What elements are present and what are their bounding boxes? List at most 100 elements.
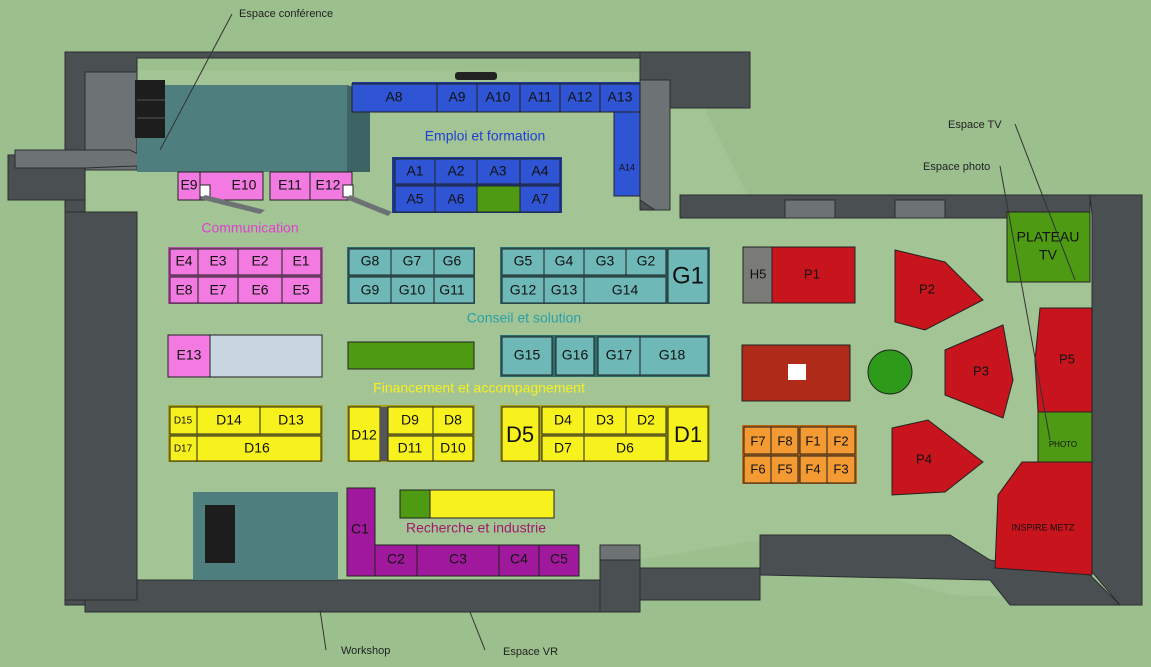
label-F6: F6 <box>750 461 765 476</box>
callout-photo: Espace photo <box>923 161 990 173</box>
booth-P1[interactable] <box>771 246 856 304</box>
booth-G4[interactable] <box>543 248 585 276</box>
booth-green-a[interactable] <box>476 185 521 213</box>
booth-D5[interactable] <box>501 406 540 462</box>
booth-D10[interactable] <box>432 435 474 462</box>
booth-D9[interactable] <box>387 406 434 435</box>
booth-G14[interactable] <box>583 276 667 304</box>
booth-A14[interactable] <box>613 111 641 197</box>
label-P4: P4 <box>916 451 932 466</box>
label-A10: A10 <box>486 89 511 105</box>
callout-conference: Espace conférence <box>239 8 333 20</box>
booth-G2[interactable] <box>625 248 667 276</box>
booth-E4[interactable] <box>169 248 199 276</box>
booth-C1[interactable] <box>346 487 376 577</box>
booth-D12[interactable] <box>348 406 381 462</box>
booth-H5[interactable] <box>742 246 773 304</box>
booth-C3[interactable] <box>416 544 500 577</box>
workshop-area <box>193 492 338 580</box>
label-G17: G17 <box>606 347 633 363</box>
label-A3: A3 <box>489 163 506 179</box>
callouts: Espace conférence Espace TV Espace photo… <box>159 8 1076 658</box>
booth-A12[interactable] <box>559 83 601 113</box>
booth-G18[interactable] <box>639 336 709 376</box>
booth-E2[interactable] <box>237 248 283 276</box>
booth-G5[interactable] <box>501 248 545 276</box>
label-G5: G5 <box>514 253 533 269</box>
booth-D13[interactable] <box>259 406 322 435</box>
booth-G6[interactable] <box>433 248 475 276</box>
label-D5: D5 <box>506 422 534 447</box>
booth-D8[interactable] <box>432 406 474 435</box>
booth-F1[interactable] <box>799 426 828 455</box>
booth-A11[interactable] <box>519 83 561 113</box>
booth-D2[interactable] <box>625 406 667 435</box>
stand-photo[interactable] <box>1037 411 1093 463</box>
booth-A9[interactable] <box>436 83 478 113</box>
booth-A2[interactable] <box>434 158 478 185</box>
booth-G13[interactable] <box>543 276 585 304</box>
label-plateau-tv-line1: PLATEAU <box>1017 229 1080 245</box>
stand-inspire[interactable] <box>994 461 1093 576</box>
booth-A13[interactable] <box>599 83 641 113</box>
booth-P2[interactable] <box>894 249 984 331</box>
label-E11: E11 <box>278 177 302 193</box>
booth-F3[interactable] <box>826 455 856 484</box>
callout-vr: Espace VR <box>503 646 558 658</box>
booth-C5[interactable] <box>538 544 580 577</box>
label-E13: E13 <box>177 347 202 363</box>
booth-G1[interactable] <box>667 248 709 304</box>
stand-plateau-tv[interactable] <box>1006 211 1091 283</box>
booth-E8[interactable] <box>169 276 199 304</box>
booth-G11[interactable] <box>433 276 475 304</box>
booth-F5[interactable] <box>770 455 799 484</box>
label-G6: G6 <box>443 253 462 269</box>
zone-pole <box>741 211 1093 576</box>
booth-G8[interactable] <box>348 248 392 276</box>
booth-D1[interactable] <box>667 406 709 462</box>
booth-D16[interactable] <box>196 435 322 462</box>
booth-green-c[interactable] <box>399 489 431 519</box>
booth-A3[interactable] <box>476 158 521 185</box>
booth-D3[interactable] <box>583 406 627 435</box>
booth-G7[interactable] <box>390 248 435 276</box>
booth-F8[interactable] <box>770 426 799 455</box>
booth-G3[interactable] <box>583 248 627 276</box>
booth-A6[interactable] <box>434 185 478 213</box>
label-A8: A8 <box>385 89 402 105</box>
label-E2: E2 <box>251 253 268 269</box>
booth-A5[interactable] <box>394 185 436 213</box>
booth-G10[interactable] <box>390 276 435 304</box>
booth-green-b[interactable] <box>347 341 475 370</box>
booth-P4[interactable] <box>891 419 984 496</box>
booth-yellow-c[interactable] <box>429 489 555 519</box>
booth-F7[interactable] <box>743 426 772 455</box>
booth-D15[interactable] <box>169 406 198 435</box>
booth-F6[interactable] <box>743 455 772 484</box>
booth-E5[interactable] <box>281 276 322 304</box>
booth-F2[interactable] <box>826 426 856 455</box>
booth-F4[interactable] <box>799 455 828 484</box>
booth-G15[interactable] <box>501 336 553 376</box>
label-P5: P5 <box>1059 351 1075 366</box>
label-P3: P3 <box>973 363 989 378</box>
booth-A7[interactable] <box>519 185 561 213</box>
booth-D6[interactable] <box>583 435 667 462</box>
booth-A4[interactable] <box>519 158 561 185</box>
walls <box>7 51 1143 613</box>
label-D3: D3 <box>596 412 614 428</box>
booth-P3[interactable] <box>944 324 1014 419</box>
booth-E3[interactable] <box>197 248 239 276</box>
booth-A1[interactable] <box>394 158 436 185</box>
booth-D14[interactable] <box>196 406 261 435</box>
booth-G12[interactable] <box>501 276 545 304</box>
label-G9: G9 <box>361 282 380 298</box>
booth-G16[interactable] <box>555 336 595 376</box>
booth-A10[interactable] <box>476 83 521 113</box>
booth-E13[interactable] <box>167 334 211 378</box>
booth-E13-extension[interactable] <box>209 334 323 378</box>
booth-G9[interactable] <box>348 276 392 304</box>
booth-E1[interactable] <box>281 248 322 276</box>
zone-recherche <box>346 487 580 577</box>
booth-D17[interactable] <box>169 435 198 462</box>
